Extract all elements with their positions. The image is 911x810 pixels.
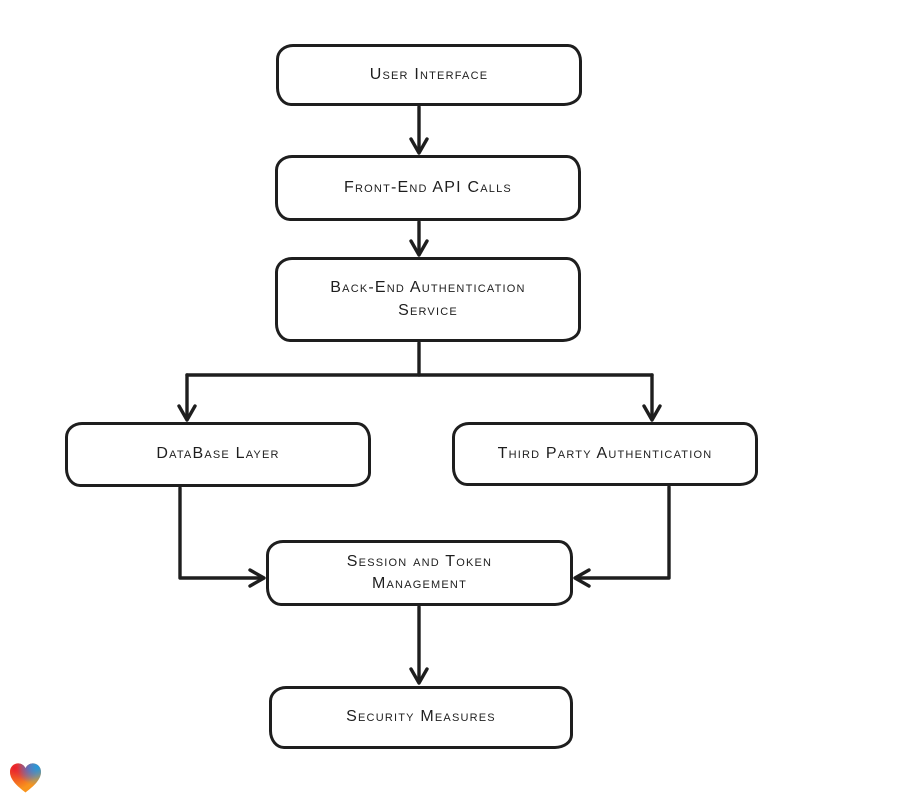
node-label: User Interface (369, 65, 489, 83)
edge-third-party-to-session[interactable] (573, 485, 671, 588)
node-user-interface[interactable]: User Interface (276, 44, 582, 106)
lovable-heart-icon[interactable] (7, 761, 44, 796)
node-label: Front-End API Calls (344, 178, 512, 196)
node-label: DataBase Layer (156, 445, 280, 463)
node-session-and-token-management[interactable]: Session and Token Management (266, 540, 573, 606)
node-third-party-authentication[interactable]: Third Party Authentication (452, 422, 758, 486)
node-label: Third Party Authentication (497, 444, 713, 462)
node-security-measures[interactable]: Security Measures (269, 686, 573, 749)
edge-database-to-session[interactable] (178, 486, 266, 588)
node-front-end-api-calls[interactable]: Front-End API Calls (275, 155, 581, 221)
edge-session-to-security[interactable] (409, 605, 429, 685)
edge-front-end-to-back-end[interactable] (409, 220, 429, 257)
node-label: Security Measures (346, 708, 496, 726)
node-back-end-authentication-service[interactable]: Back-End Authentication Service (275, 257, 581, 342)
edge-user-interface-to-front-end[interactable] (409, 105, 429, 155)
edge-back-end-branch[interactable] (177, 341, 662, 422)
node-database-layer[interactable]: DataBase Layer (65, 422, 371, 487)
node-label: Back-End Authentication Service (330, 279, 526, 319)
node-label: Session and Token Management (346, 552, 493, 592)
